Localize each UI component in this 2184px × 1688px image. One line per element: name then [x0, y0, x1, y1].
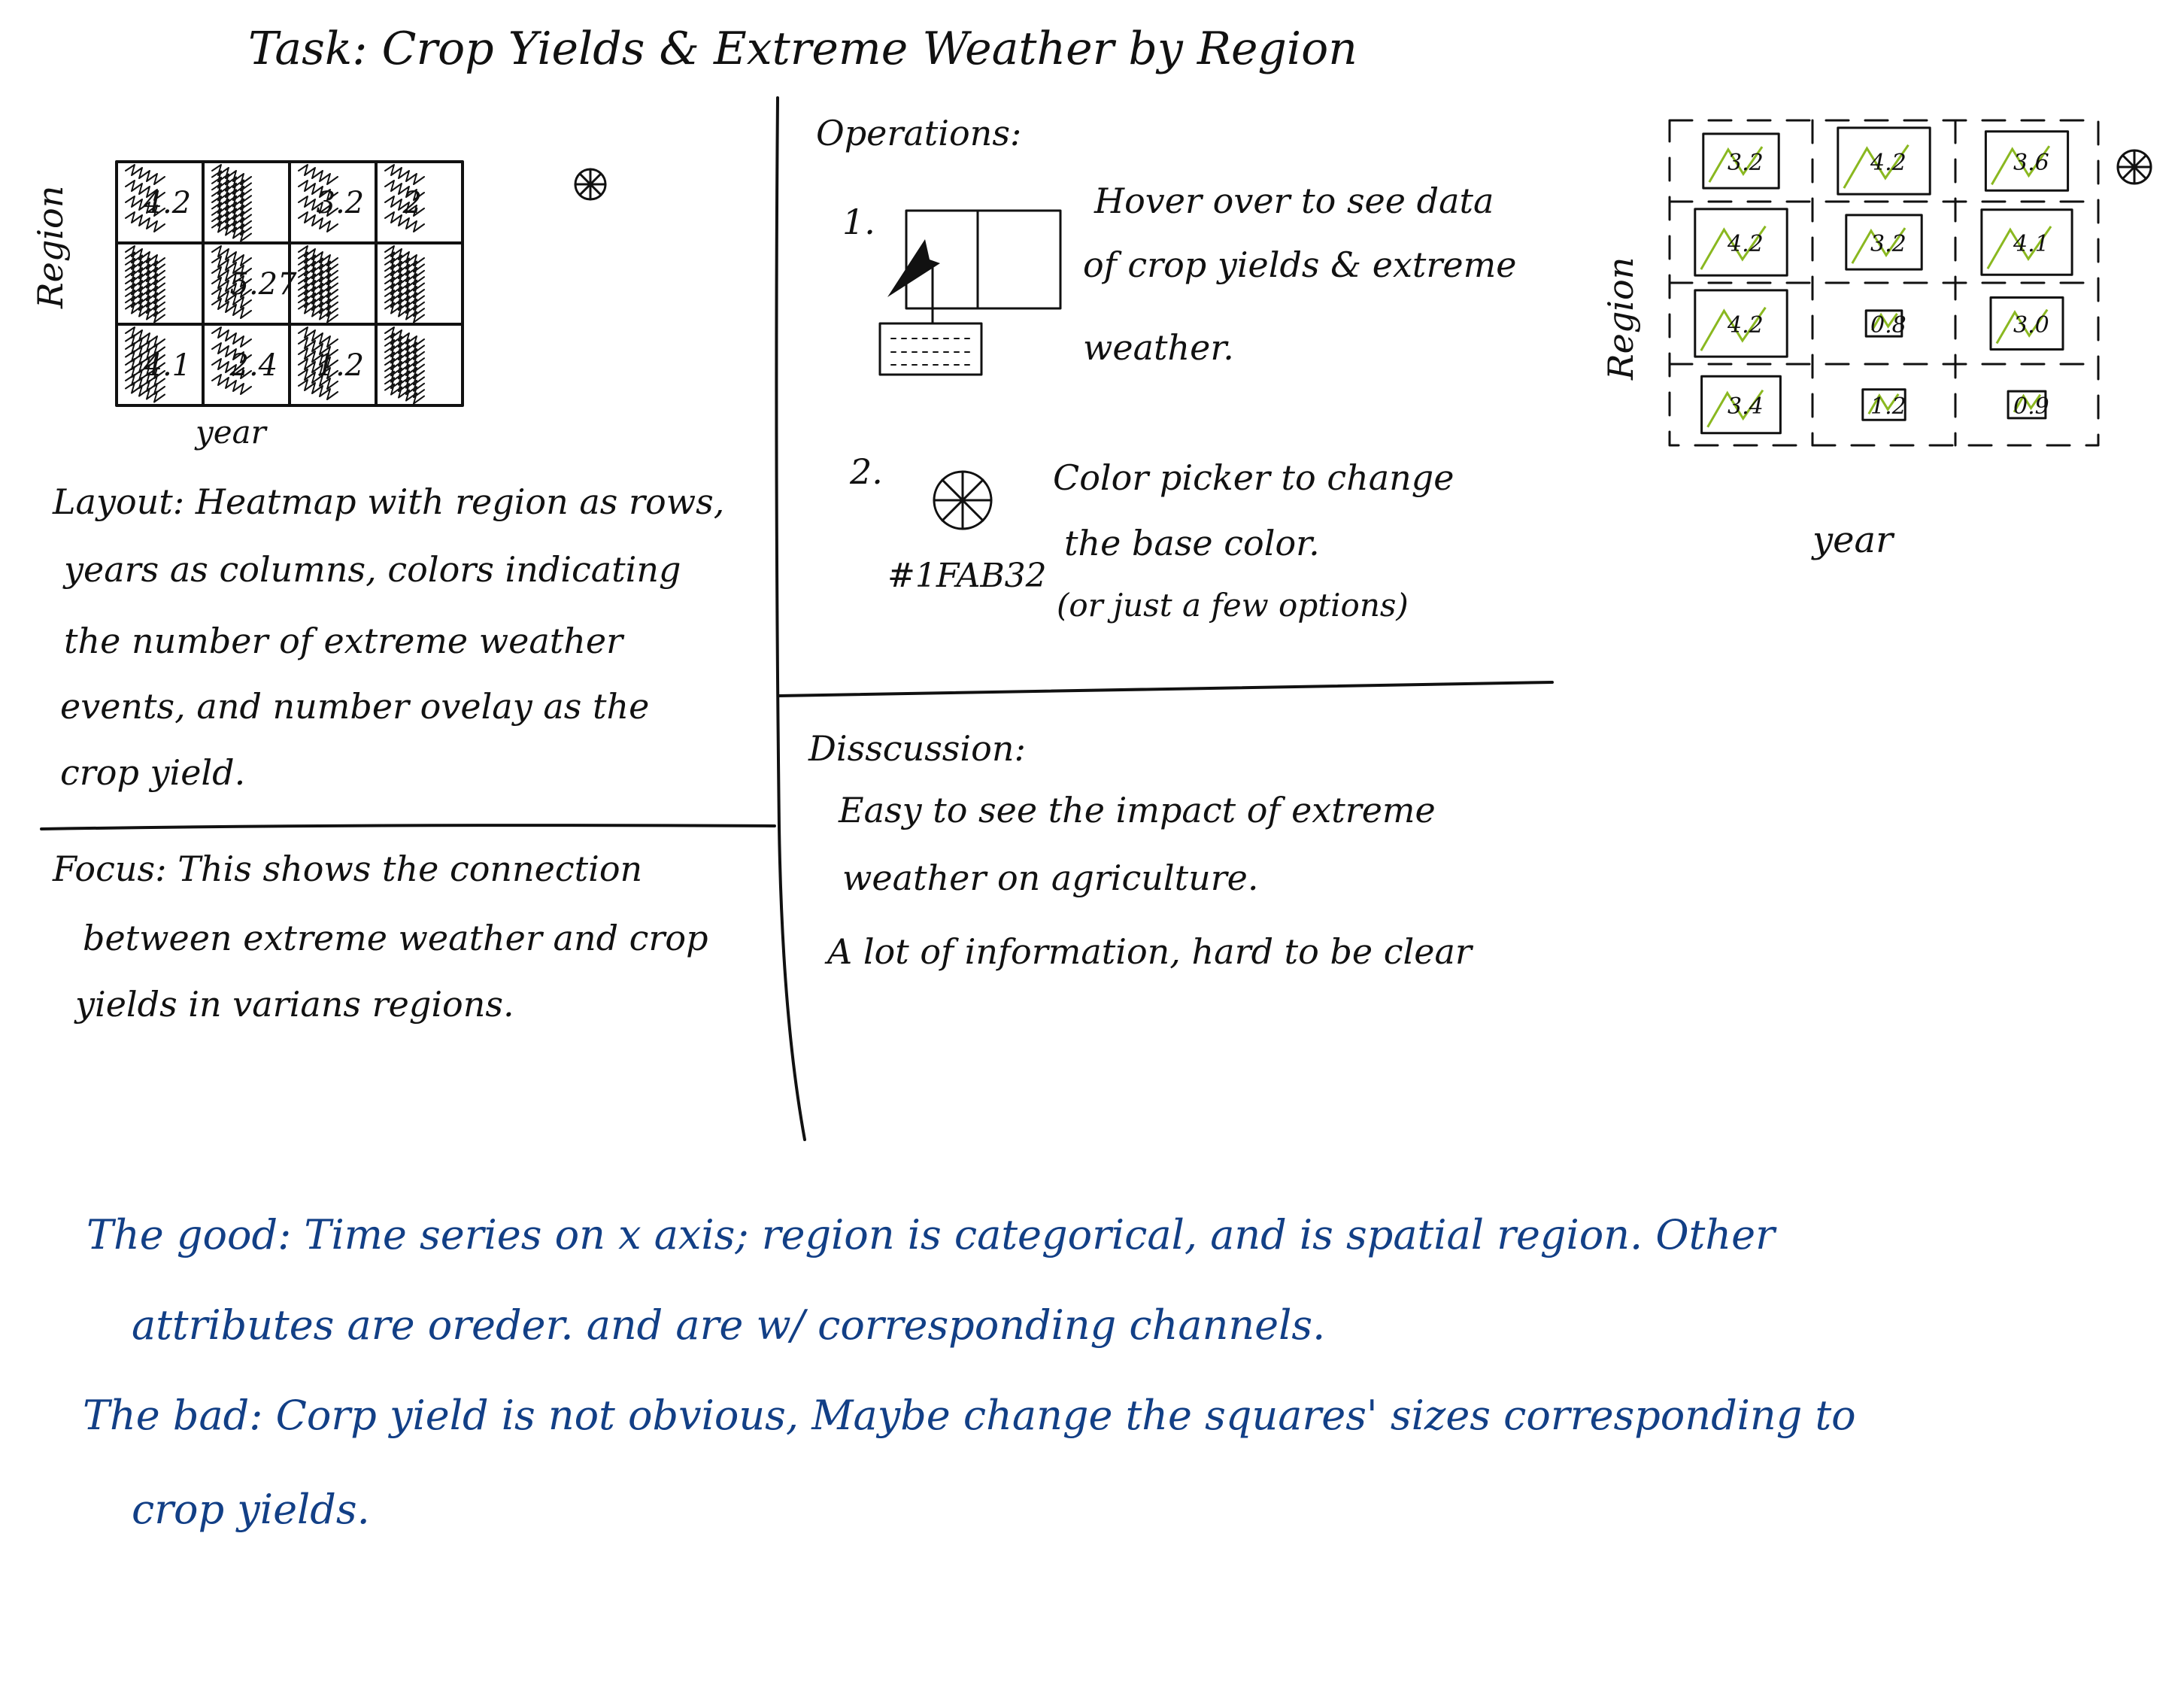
size-square-value: 0.8	[1870, 312, 1906, 339]
op1-line: Hover over to see data	[1094, 181, 1494, 221]
discussion-line: A lot of information, hard to be clear	[827, 931, 1472, 972]
operations-heading: Operations:	[816, 113, 1022, 153]
size-square-value: 3.2	[1727, 150, 1764, 176]
layout-line: crop yield.	[60, 752, 246, 793]
op2-color-code: #1FAB32	[887, 557, 1047, 595]
heatmap-cell-value: 1.2	[317, 348, 365, 383]
heatmap-cell: 5.27	[211, 245, 298, 319]
size-square: 4.2	[1837, 126, 1931, 196]
size-square-value: 3.6	[2013, 150, 2049, 176]
left-horizontal-divider	[40, 824, 776, 830]
cursor-icon	[887, 239, 940, 297]
layout-line: events, and number ovelay as the	[60, 686, 650, 727]
size-square: 3.6	[1984, 130, 2070, 192]
heatmap-cell-value: 2.4	[229, 348, 278, 383]
focus-line: between extreme weather and crop	[83, 918, 708, 958]
heatmap-cell	[298, 245, 338, 323]
size-square: 0.8	[1864, 309, 1906, 339]
heatmap-cell	[384, 326, 425, 405]
op2-line: (or just a few options)	[1057, 587, 1409, 624]
heatmap-cell	[125, 245, 165, 323]
heatmap-cell: 1.2	[298, 326, 365, 400]
discussion-line: weather on agriculture.	[842, 858, 1259, 898]
heatmap-cell	[384, 245, 425, 323]
heatmap-cell-value: 3.2	[317, 186, 365, 220]
discussion-heading: Disscussion:	[808, 728, 1026, 769]
size-square-value: 3.0	[2013, 312, 2049, 339]
size-square: 4.2	[1694, 289, 1788, 358]
heatmap-cell: 3.2	[298, 164, 365, 232]
discussion-line: Easy to see the impact of extreme	[839, 790, 1436, 830]
focus-line: Focus: This shows the connection	[53, 849, 643, 889]
size-square: 3.2	[1845, 214, 1923, 271]
size-square: 0.9	[2007, 390, 2049, 420]
heatmap-cell-value: 5.27	[230, 267, 298, 302]
size-square-value: 3.4	[1727, 393, 1764, 420]
layout-line: years as columns, colors indicating	[64, 549, 681, 590]
size-square: 1.2	[1861, 388, 1906, 421]
focus-line: yields in varians regions.	[75, 984, 514, 1025]
heatmap-cell-value: 4.2	[143, 186, 192, 220]
color-picker-icon-2	[2116, 149, 2152, 185]
heatmap-cell	[211, 164, 252, 242]
sketch1-xlabel: year	[196, 414, 266, 451]
size-square: 3.2	[1702, 132, 1780, 190]
review-good-line: attributes are oreder. and are w/ corres…	[132, 1301, 1326, 1349]
op1-number: 1.	[842, 202, 875, 242]
heatmap-cell-value: 2	[402, 186, 422, 220]
size-square-value: 4.2	[1727, 312, 1764, 339]
heatmap-cell: 4.1	[125, 326, 192, 403]
heatmap-cell: 4.2	[125, 164, 192, 232]
vertical-divider	[775, 96, 806, 1141]
op2-line: the base color.	[1064, 523, 1320, 563]
size-square-value: 4.2	[1870, 150, 1906, 176]
op1-line: weather.	[1083, 327, 1234, 368]
color-picker-icon	[574, 168, 607, 201]
op1-line: of crop yields & extreme	[1083, 244, 1517, 285]
layout-line: Layout: Heatmap with region as rows,	[53, 481, 725, 522]
size-square-value: 1.2	[1870, 393, 1906, 420]
heatmap-cell-value: 4.1	[143, 348, 192, 383]
review-bad-line: crop yields.	[132, 1486, 370, 1533]
size-square: 4.2	[1694, 208, 1788, 277]
page-title: Task: Crop Yields & Extreme Weather by R…	[248, 23, 1357, 75]
heatmap-cell: 2.4	[211, 326, 278, 395]
review-good-line: The good: Time series on x axis; region …	[86, 1211, 1775, 1258]
size-square-value: 0.9	[2013, 393, 2049, 420]
sketch2-xlabel: year	[1812, 519, 1894, 561]
layout-line: the number of extreme weather	[64, 621, 623, 661]
heatmap-cell: 2	[384, 164, 425, 232]
size-square: 3.4	[1700, 375, 1782, 435]
size-square-value: 4.1	[2013, 231, 2049, 257]
middle-horizontal-divider	[778, 681, 1554, 697]
size-square-value: 4.2	[1727, 231, 1764, 257]
op2-line: Color picker to change	[1053, 457, 1454, 498]
size-square: 4.1	[1980, 208, 2073, 276]
op2-number: 2.	[850, 451, 883, 492]
color-wheel-icon	[933, 470, 993, 530]
size-square-value: 3.2	[1870, 231, 1906, 257]
review-bad-line: The bad: Corp yield is not obvious, Mayb…	[83, 1392, 1856, 1439]
size-square: 3.0	[1989, 296, 2064, 351]
